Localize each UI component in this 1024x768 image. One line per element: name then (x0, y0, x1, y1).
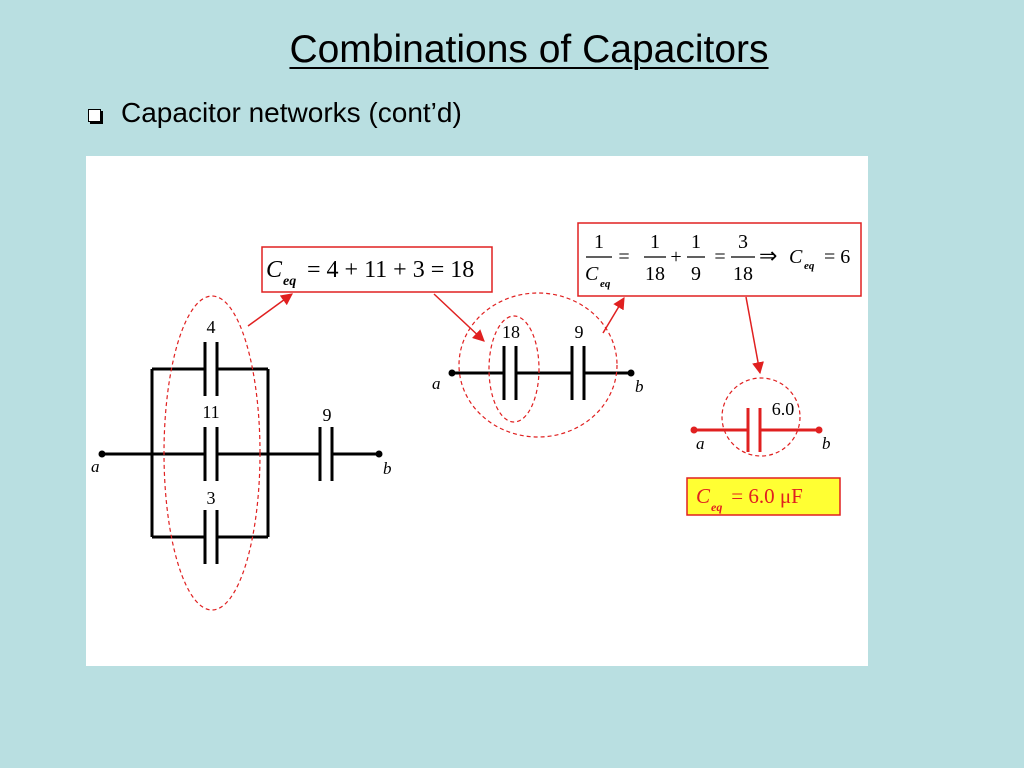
square-bullet-icon (88, 108, 101, 122)
node-b-dot-3 (815, 426, 823, 434)
node-a-label-3: a (696, 434, 705, 453)
cap-label-18: 18 (502, 322, 520, 342)
frac2-den: 18 (645, 263, 665, 285)
frac4-num: 3 (738, 231, 748, 253)
circuit-2 (452, 346, 631, 400)
circuit-1 (102, 342, 379, 564)
bullet-text: Capacitor networks (cont’d) (121, 97, 462, 128)
result-box (686, 477, 841, 516)
parallel-group-highlight (163, 295, 261, 611)
arrow-to-circuit-3 (745, 296, 764, 375)
node-b-dot-2 (627, 369, 635, 377)
cap-label-3: 3 (207, 488, 216, 508)
cap-label-4: 4 (207, 317, 216, 337)
result-box-c: C (696, 484, 711, 508)
cap-18-highlight (488, 315, 540, 423)
eq-sign-2: = (714, 246, 725, 268)
arrow-to-series-box (602, 296, 625, 334)
parallel-formula-rhs: = 4 + 11 + 3 = 18 (307, 257, 474, 283)
frac1-num: 1 (594, 231, 604, 253)
node-b-dot (375, 450, 383, 458)
node-a-dot-3 (690, 426, 698, 434)
cap-label-9-b: 9 (575, 322, 584, 342)
parallel-formula-c: C (266, 257, 283, 283)
node-a-dot-2 (448, 369, 456, 377)
cap-label-9: 9 (323, 405, 332, 425)
node-a-label-2: a (432, 374, 441, 393)
node-b-label: b (383, 459, 392, 478)
result-box-sub: eq (711, 500, 722, 514)
frac3-num: 1 (691, 231, 701, 253)
arrow-to-circuit-2 (433, 293, 485, 342)
result-value: = 6 (824, 246, 850, 268)
cap-label-6: 6.0 (772, 399, 795, 419)
frac3-den: 9 (691, 263, 701, 285)
result-box-value: = 6.0 μF (726, 484, 803, 508)
bullet-row: Capacitor networks (cont’d) (88, 97, 462, 129)
node-a-label: a (91, 457, 100, 476)
frac1-den-c: C (585, 263, 599, 285)
node-a-dot (98, 450, 106, 458)
result-sub: eq (804, 260, 815, 272)
cap-label-11: 11 (202, 402, 219, 422)
figure-panel: 4 11 3 9 a b C eq = 4 + 11 + 3 = 18 18 9… (86, 156, 868, 666)
frac2-num: 1 (650, 231, 660, 253)
result-c: C (789, 246, 803, 268)
capacitor-diagram: 4 11 3 9 a b C eq = 4 + 11 + 3 = 18 18 9… (91, 222, 862, 611)
node-b-label-3: b (822, 434, 831, 453)
node-b-label-2: b (635, 377, 644, 396)
series-formula-box (577, 222, 862, 297)
plus-sign: + (670, 246, 681, 268)
circuit-3 (694, 408, 819, 452)
parallel-formula-sub: eq (283, 274, 296, 289)
parallel-formula-box (261, 246, 493, 293)
series-formula: 1 C eq = 1 18 + 1 9 = 3 18 ⇒ C eq = 6 (585, 231, 850, 290)
frac1-den-sub: eq (600, 278, 611, 290)
eq-sign-1: = (618, 246, 629, 268)
equivalent-highlight (721, 377, 801, 457)
frac4-den: 18 (733, 263, 753, 285)
series-group-highlight (458, 292, 618, 438)
arrow-to-parallel-box (247, 293, 293, 327)
slide-title: Combinations of Capacitors (289, 28, 769, 71)
implies-arrow: ⇒ (759, 243, 777, 268)
